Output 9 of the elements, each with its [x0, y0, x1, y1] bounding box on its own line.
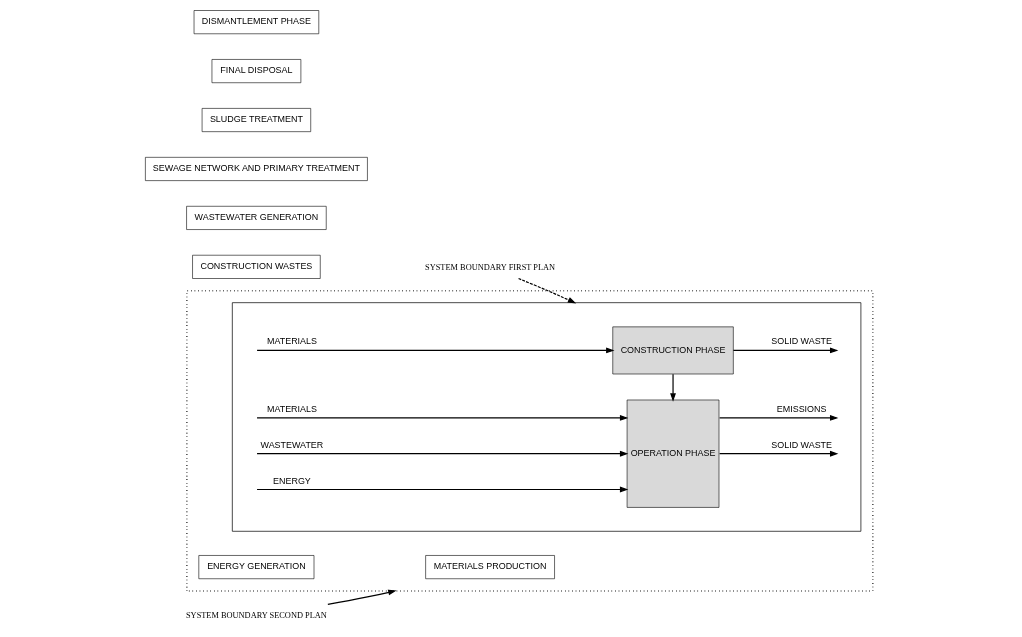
edge-label: WASTEWATER	[260, 439, 323, 450]
edge-label: SOLID WASTE	[770, 439, 832, 450]
edge-label: EMISSIONS	[776, 403, 826, 414]
edge-label: MATERIALS	[266, 336, 317, 347]
edge-label: MATERIALS	[266, 403, 317, 414]
edge-label: SOLID WASTE	[770, 336, 832, 347]
edge-label: ENERGY	[272, 475, 311, 486]
node-text: SYSTEM BOUNDARY FIRST PLAN	[424, 262, 555, 272]
node-text: SYSTEM BOUNDARY SECOND PLAN	[185, 610, 327, 620]
